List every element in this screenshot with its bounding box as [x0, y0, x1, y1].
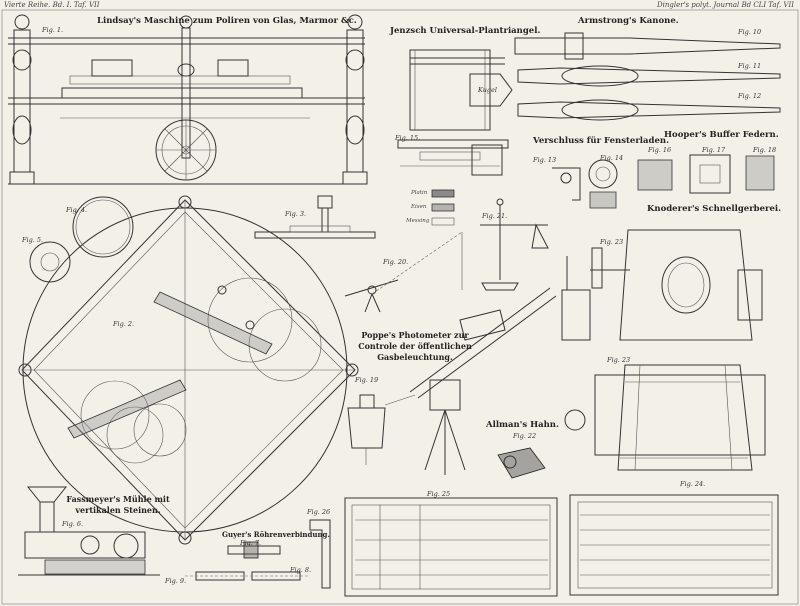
fassmeyer-mill-drawing [18, 486, 160, 576]
jenzsch-triangle-drawing [397, 49, 513, 176]
fig21-drawing [480, 198, 549, 291]
fig20-drawing [344, 231, 463, 313]
fig-label-12: Fig. 12 [738, 92, 762, 100]
fig3-drawing [254, 195, 376, 239]
title-guyer: Guyer's Röhrenverbindung. [222, 530, 330, 539]
lindsay-plan-drawing [18, 195, 359, 545]
poppe-photometer-drawing [347, 287, 557, 475]
fig-label-18: Fig. 18 [753, 146, 777, 154]
legend-messing: Messing [406, 218, 430, 224]
fig-label-11: Fig. 11 [738, 62, 762, 70]
fig-label-23b: Fig. 23 [607, 356, 631, 364]
fig25-frame-drawing [344, 497, 558, 597]
fig-label-4: Fig. 4. [66, 206, 88, 214]
hooper-spring-drawings [637, 154, 775, 194]
fig-label-15: Fig. 15. [395, 134, 421, 142]
title-hooper: Hooper's Buffer Federn. [664, 130, 779, 140]
fig-label-21: Fig. 21. [482, 212, 508, 220]
title-allman: Allman's Hahn. [486, 420, 559, 430]
fig24-frame-drawing [569, 494, 779, 596]
label-kugel: Kugel [478, 86, 497, 94]
legend-platin: Platin [411, 190, 428, 196]
fig-label-26: Fig. 26 [307, 508, 331, 516]
fig-label-23a: Fig. 23 [600, 238, 624, 246]
fig-label-17: Fig. 17 [702, 146, 726, 154]
shutter-fastening-drawings [552, 159, 618, 209]
fig-label-14: Fig. 14 [600, 154, 624, 162]
fig-label-20: Fig. 20. [383, 258, 409, 266]
plate-header-right: Dingler's polyt. Journal Bd CLI Taf. VII [656, 1, 794, 9]
fig-label-13: Fig. 13 [533, 156, 557, 164]
armstrong-cannon-drawings [514, 32, 781, 121]
material-legend-swatches [431, 189, 455, 226]
fig-label-10: Fig. 10 [738, 28, 762, 36]
fig-label-22: Fig. 22 [513, 432, 537, 440]
title-knoderer: Knoderer's Schnellgerberei. [647, 204, 782, 214]
legend-eisen: Eisen [411, 204, 427, 210]
fig-label-2: Fig. 2. [113, 320, 135, 328]
title-jenzsch: Jenzsch Universal-Plantriangel. [390, 26, 541, 36]
fig-label-8: Fig. 8. [290, 566, 312, 574]
fig-label-25: Fig. 25 [427, 490, 451, 498]
plate-header-left: Vierte Reihe. Bd. I. Taf. VII [4, 1, 100, 9]
fig-label-3: Fig. 3. [285, 210, 307, 218]
allman-cock-drawing [497, 447, 546, 479]
fig-label-16: Fig. 16 [648, 146, 672, 154]
fig4-5-drawing [29, 196, 134, 283]
lindsay-machine-drawing [8, 14, 368, 185]
title-lindsay: Lindsay's Maschine zum Poliren von Glas,… [97, 16, 357, 26]
guyer-pipe-drawing [185, 541, 310, 581]
title-verschluss: Verschluss für Fensterladen. [533, 136, 670, 146]
title-poppe: Poppe's Photometer zur Controle der öffe… [358, 330, 472, 362]
fig-label-24: Fig. 24. [680, 480, 706, 488]
knoderer-drum-drawing [561, 229, 763, 341]
fig-label-7: Fig. 7. [240, 539, 262, 547]
fig-label-19: Fig. 19 [355, 376, 379, 384]
fig26-drawing [309, 519, 331, 589]
fig-label-5: Fig. 5. [22, 236, 44, 244]
fig-label-1: Fig. 1. [42, 26, 64, 34]
fig-label-6: Fig. 6. [62, 520, 84, 528]
title-fassmeyer: Fassmeyer's Mühle mit vertikalen Steinen… [66, 494, 170, 515]
fig-label-9: Fig. 9. [165, 577, 187, 585]
knoderer-plan-drawing [564, 364, 766, 471]
title-armstrong: Armstrong's Kanone. [578, 16, 679, 26]
